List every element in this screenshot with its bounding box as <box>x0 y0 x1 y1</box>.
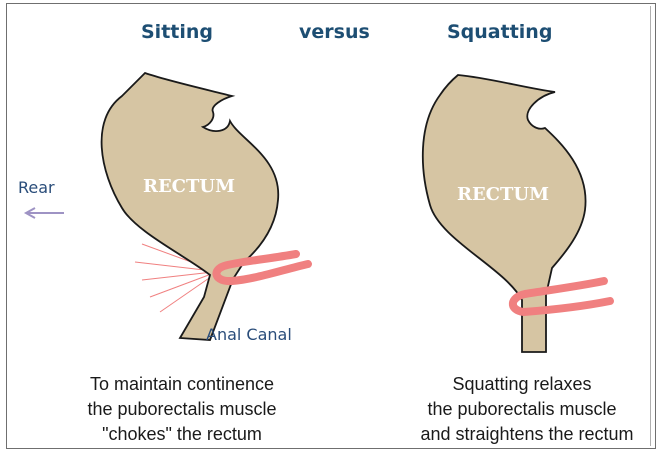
caption-left-line-1: To maintain continence <box>90 374 274 394</box>
anal-canal-label: Anal Canal <box>206 325 292 344</box>
caption-right: Squatting relaxes the puborectalis muscl… <box>420 374 633 444</box>
caption-left-line-2: the puborectalis muscle <box>87 399 276 419</box>
squatting-diagram: RECTUM <box>423 75 610 352</box>
caption-right-line-2: the puborectalis muscle <box>427 399 616 419</box>
caption-left-line-3: "chokes" the rectum <box>102 424 262 444</box>
heading-versus: versus <box>299 21 370 43</box>
rectum-label-sitting: RECTUM <box>143 176 235 197</box>
heading-squatting: Squatting <box>447 21 552 43</box>
rear-arrow <box>26 208 64 218</box>
rectum-label-squatting: RECTUM <box>457 184 549 205</box>
sitting-diagram: Rear RECTUM Anal Canal <box>18 73 308 344</box>
caption-right-line-1: Squatting relaxes <box>452 374 591 394</box>
rectum-sitting <box>102 73 279 340</box>
caption-left: To maintain continence the puborectalis … <box>87 374 276 444</box>
caption-right-line-3: and straightens the rectum <box>420 424 633 444</box>
rear-label: Rear <box>18 178 55 197</box>
heading-sitting: Sitting <box>141 21 213 43</box>
